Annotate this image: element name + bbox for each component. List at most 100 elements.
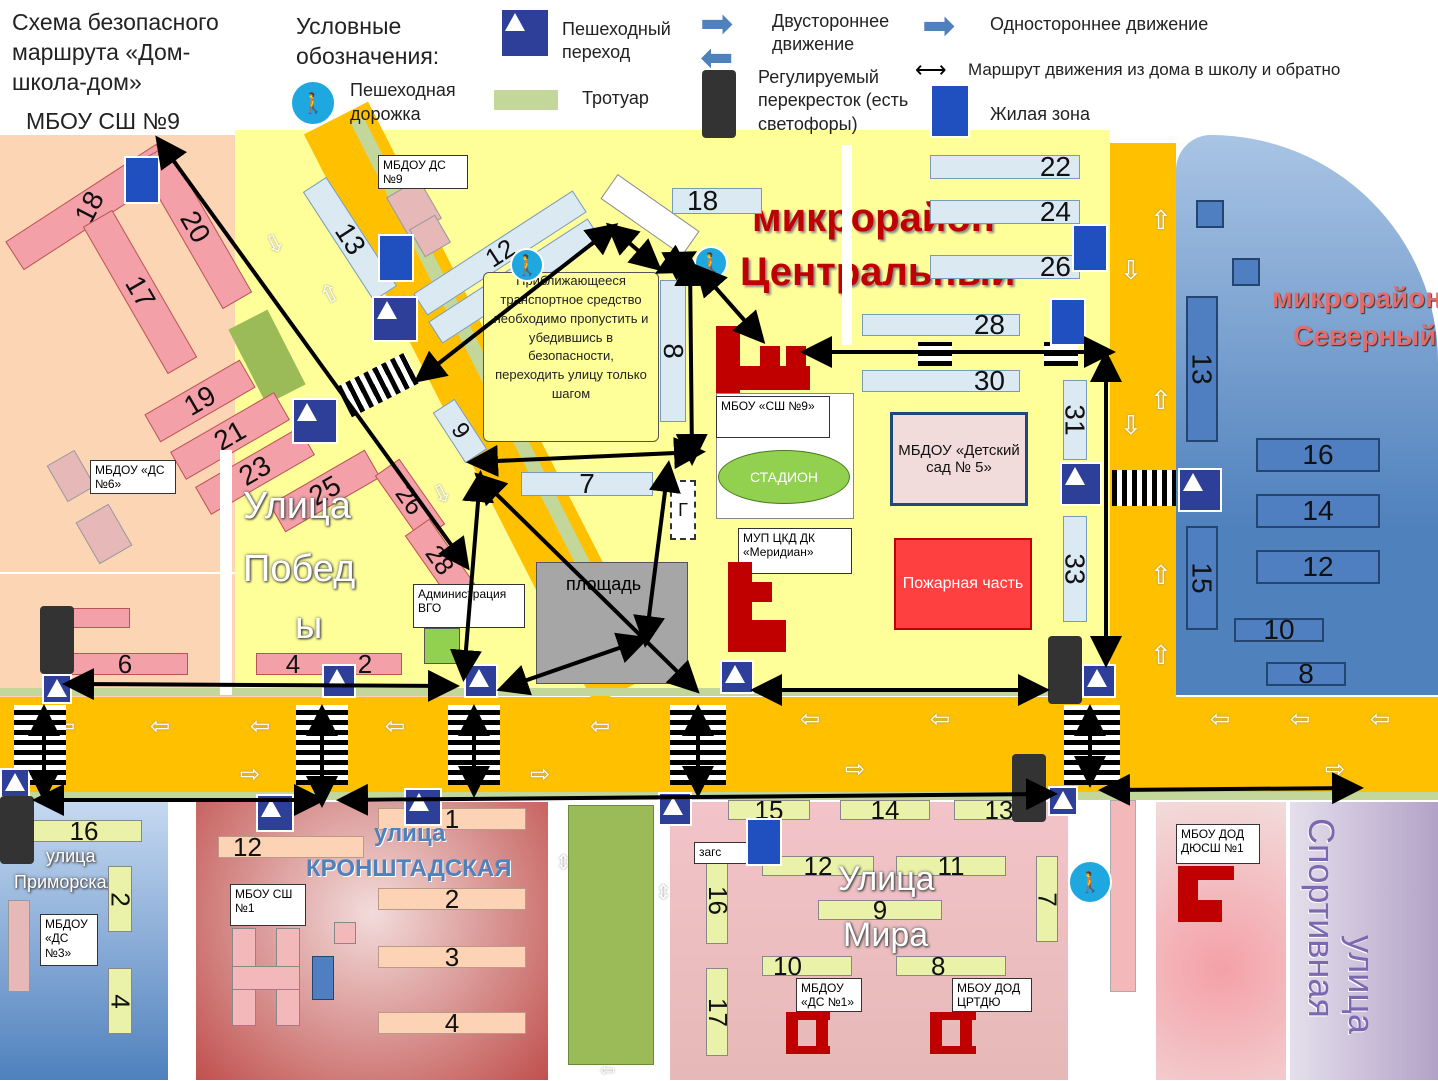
building-m9: 9 (818, 895, 942, 925)
label-ssh9-front: МБОУ «СШ №9» (716, 396, 830, 438)
building-dk-b (752, 620, 786, 652)
map-title: Схема безопасного маршрута «Дом-школа-до… (12, 9, 219, 95)
building-blue-k (312, 956, 334, 1000)
building-k12: 12 (218, 832, 364, 862)
building-dyush (1178, 866, 1198, 922)
green-strip (568, 805, 654, 1065)
building-n8: 8 (1266, 658, 1346, 689)
crosswalk-sign-icon (1178, 468, 1222, 512)
legend-title: Условные обозначения: (296, 13, 440, 69)
sportivnaya-zone (1290, 802, 1438, 1080)
stadium: СТАДИОН (718, 450, 850, 504)
traffic-light-icon (40, 606, 74, 674)
route-segment (496, 632, 650, 696)
route-segment (674, 254, 708, 466)
building-n15: 15 (1186, 526, 1218, 630)
label-ssh1: МБОУ СШ №1 (230, 884, 306, 926)
living-zone-sign-icon (746, 818, 782, 866)
route-segment (413, 223, 619, 383)
two-way-arrow-icon: ➡ (700, 2, 734, 46)
building-m10: 10 (762, 951, 852, 981)
building-dyush-a (1198, 900, 1222, 922)
one-way-arrow-icon: ⇨ (845, 756, 866, 783)
crosswalk-sign-icon (1082, 664, 1116, 698)
label-zags: загс (694, 842, 752, 864)
building-p16: 16 (26, 816, 142, 846)
building-p4: 4 (106, 968, 136, 1034)
label-crtdyu: МБОУ ДОД ЦРТДЮ (952, 978, 1032, 1012)
building-m11: 11 (896, 851, 1006, 881)
building-north-small1 (1196, 200, 1224, 228)
one-way-arrow-icon: ⇧ (1150, 385, 1172, 415)
sidewalk-swatch (494, 90, 558, 110)
route-segment (450, 470, 494, 682)
ped-path-arrow-icon: ⇕ (655, 882, 672, 904)
living-zone-sign-icon (930, 84, 970, 138)
label-ds3: МБДОУ «ДС №3» (40, 914, 98, 966)
building-m8: 8 (896, 951, 1006, 981)
building-small-k (334, 922, 356, 944)
label-dk: МУП ЦКД ДК «Меридиан» (738, 528, 852, 574)
ped-path-icon: 🚶 (290, 80, 336, 126)
building-ds1 (786, 1012, 830, 1054)
district-north-line2: Северный (1293, 320, 1437, 351)
one-way-arrow-icon: ⇦ (250, 713, 271, 740)
building-k2: 2 (378, 884, 526, 914)
one-way-arrow-icon: ⇦ (150, 713, 171, 740)
one-way-arrow-icon: ⇩ (1120, 255, 1142, 285)
building-24: 24 (930, 196, 1080, 227)
crosswalk-sign-icon (500, 8, 550, 58)
crosswalk (1112, 470, 1176, 506)
legend-living-zone: Жилая зона (990, 104, 1090, 124)
legend-one-way: Одностороннее движение (990, 14, 1209, 34)
building-fire: Пожарная часть (894, 538, 1032, 630)
building-crtdyu (930, 1012, 976, 1054)
route-segment (633, 460, 681, 648)
route-segment (474, 472, 700, 694)
building-ssh9-b (760, 346, 780, 390)
building-33: 33 (1060, 516, 1091, 622)
building-dk-a (752, 582, 772, 602)
building-north-small2 (1232, 258, 1260, 286)
street-kronshtadt-line2: КРОНШТАДСКАЯ (306, 855, 512, 882)
building-m12: 12 (762, 851, 874, 881)
living-zone-sign-icon (124, 156, 160, 204)
traffic-light-icon (702, 70, 736, 138)
building-n13: 13 (1186, 296, 1218, 442)
street-mira-line1: Улица (838, 860, 935, 898)
building-n14: 14 (1256, 494, 1380, 528)
one-way-arrow-icon: ⇨ (240, 761, 261, 788)
building-n16: 16 (1256, 438, 1380, 472)
building-18-central: 18 (672, 185, 762, 216)
label-dyush: МБОУ ДОД ДЮСШ №1 (1176, 824, 1260, 864)
building-ds3 (8, 900, 30, 992)
legend-two-way: Двустороннее движение (772, 11, 890, 55)
one-way-arrow-icon: ⇦ (385, 713, 406, 740)
legend-route: Маршрут движения из дома в школу и обрат… (968, 60, 1341, 79)
building-k4: 4 (378, 1008, 526, 1038)
building-ssh1-c (232, 966, 300, 990)
building-30: 30 (862, 365, 1020, 396)
route-segment (605, 222, 663, 272)
street-sportivnaya-line1: улица (1341, 935, 1382, 1034)
district-north-line1: микрорайон (1272, 282, 1438, 313)
one-way-arrow-icon: ⇧ (1150, 205, 1172, 235)
traffic-light-icon (0, 796, 34, 864)
building-n12: 12 (1256, 550, 1380, 584)
one-way-arrow-icon: ➡ (922, 4, 956, 48)
building-p2: 2 (106, 866, 136, 932)
building-k3: 3 (378, 942, 526, 972)
route-segment (62, 668, 460, 702)
one-way-arrow-icon: ⇦ (1370, 706, 1391, 733)
route-segment (155, 135, 470, 571)
school-title: МБОУ СШ №9 (26, 108, 180, 134)
route-segment (654, 244, 698, 281)
building-dyush-b (1198, 866, 1234, 880)
one-way-arrow-icon: ⇦ (590, 713, 611, 740)
north-zone (1176, 135, 1438, 695)
white-path-central (842, 145, 852, 345)
street-primorskaya-line2: Приморская (14, 872, 117, 892)
one-way-arrow-icon: ⇧ (1150, 640, 1172, 670)
label-ds1: МБДОУ «ДС №1» (796, 978, 862, 1012)
